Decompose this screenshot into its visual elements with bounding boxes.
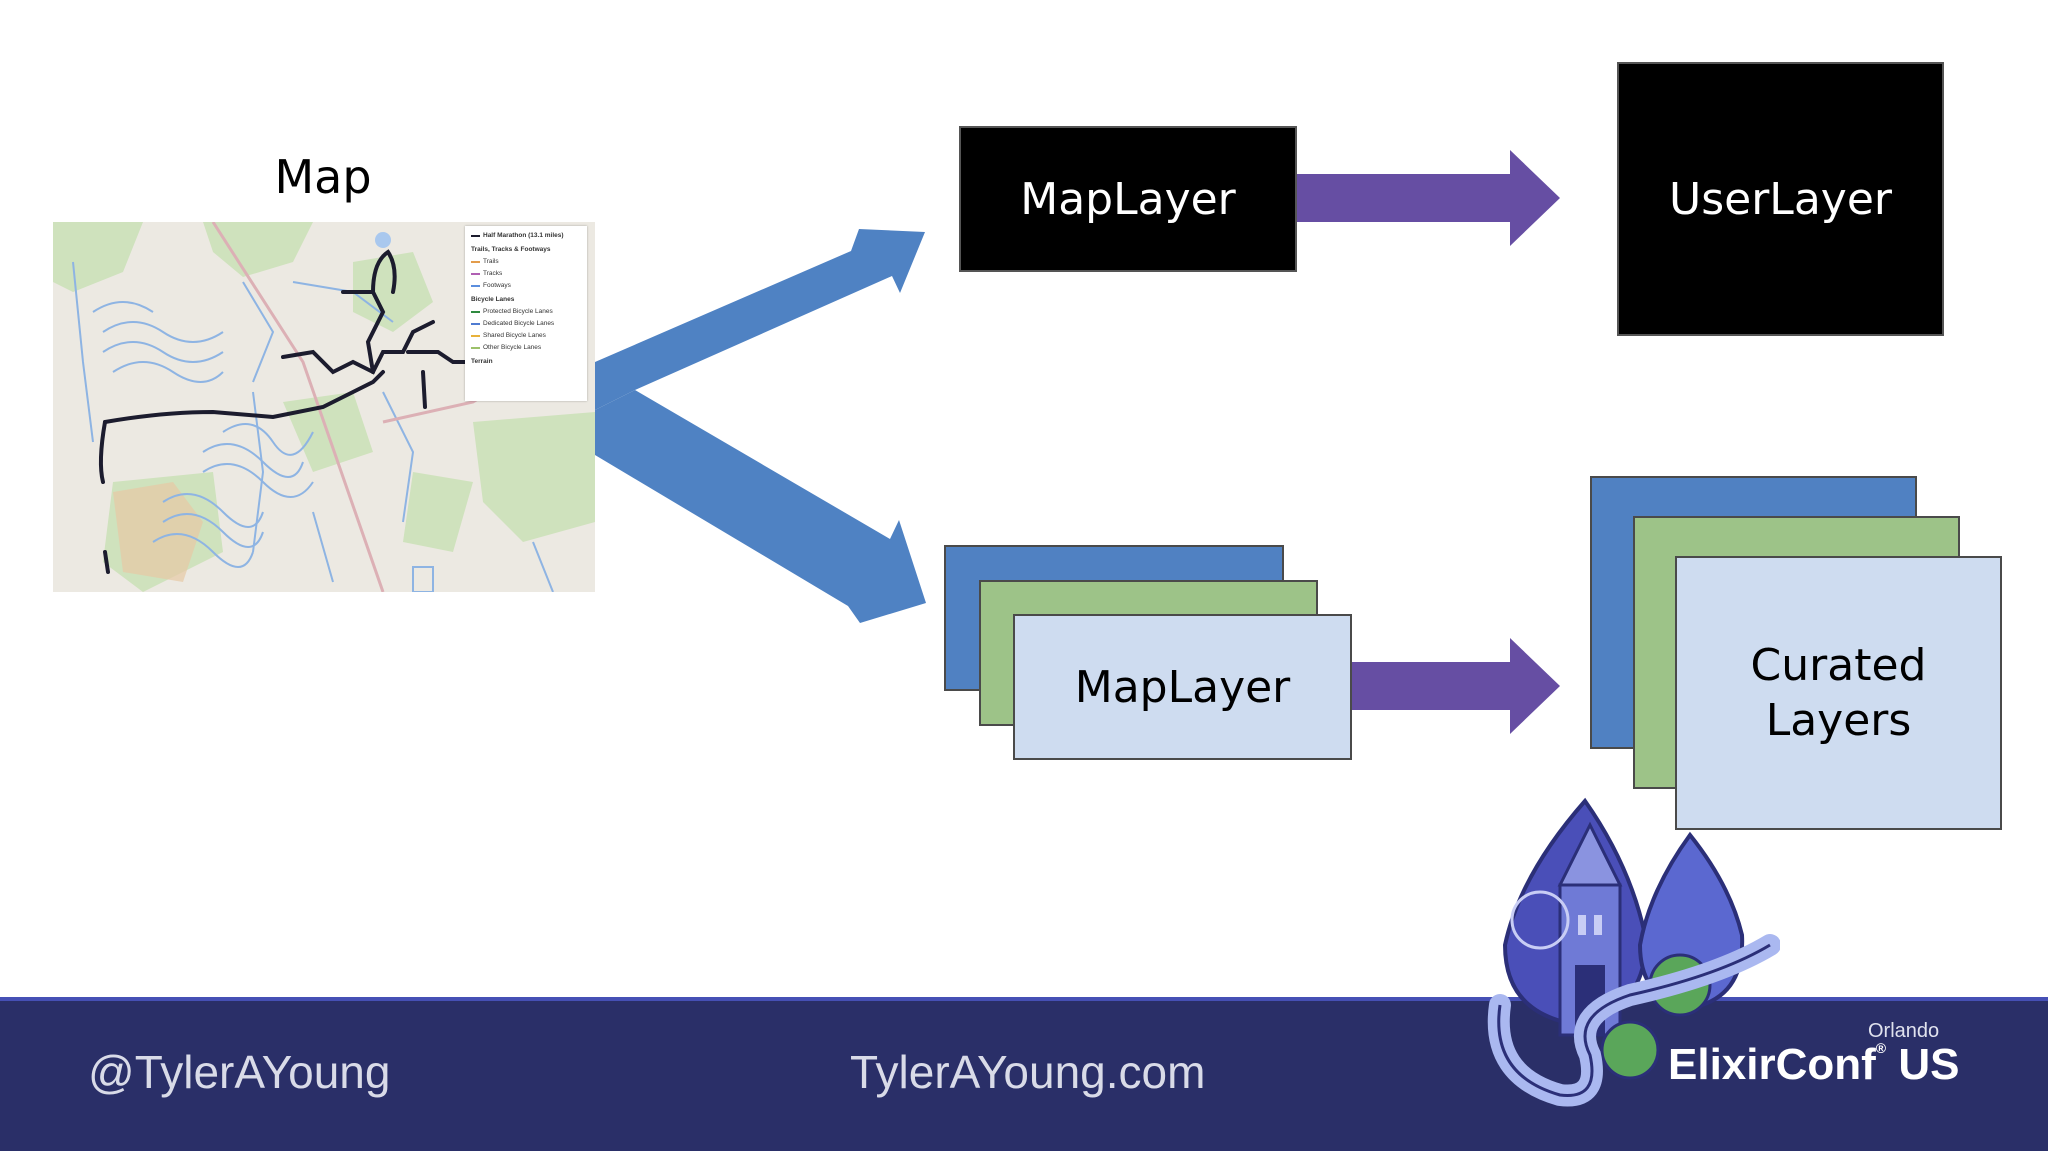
maplayer-bottom-label: MapLayer: [1074, 661, 1291, 713]
legend-other: Other Bicycle Lanes: [471, 344, 581, 351]
curated-label-line2: Layers: [1765, 695, 1912, 746]
map-image: Half Marathon (13.1 miles) Trails, Track…: [53, 222, 595, 592]
legend-trails-heading: Trails, Tracks & Footways: [471, 246, 551, 253]
brand-suffix: US: [1898, 1040, 1960, 1089]
legend-footways: Footways: [471, 282, 581, 289]
legend-dedicated: Dedicated Bicycle Lanes: [471, 320, 581, 327]
curated-layers-box: Curated Layers: [1675, 556, 2002, 830]
map-footways: [72, 261, 554, 592]
userlayer-label: UserLayer: [1669, 173, 1892, 225]
maplayer-top-label: MapLayer: [1020, 173, 1236, 225]
legend-bike-heading: Bicycle Lanes: [471, 296, 515, 303]
blue-arrow-up: [595, 229, 925, 410]
maplayer-box-top: MapLayer: [959, 126, 1297, 272]
purple-arrow-top: [1296, 150, 1560, 246]
blue-arrow-down: [595, 390, 926, 623]
legend-terrain: Terrain: [471, 358, 493, 365]
curated-label-line1: Curated: [1750, 640, 1927, 691]
legend-protected: Protected Bicycle Lanes: [471, 308, 581, 315]
footer-handle: @TylerAYoung: [88, 1046, 391, 1098]
map-title: Map: [274, 150, 372, 204]
brand-city: Orlando: [1868, 1020, 1940, 1042]
legend-route: Half Marathon (13.1 miles): [471, 232, 581, 239]
elixirconf-logo-illustration: [1487, 797, 1780, 1107]
userlayer-box: UserLayer: [1617, 62, 1944, 336]
map-roads: [53, 222, 595, 592]
maplayer-box-bottom: MapLayer: [1013, 614, 1352, 760]
arrows-layer: [595, 150, 1560, 734]
legend-shared: Shared Bicycle Lanes: [471, 332, 581, 339]
legend-trails: Trails: [471, 258, 581, 265]
purple-arrow-bottom: [1350, 638, 1560, 734]
brand-name: ElixirConf: [1668, 1040, 1876, 1089]
brand-wordmark: ElixirConf® US: [1668, 1040, 1960, 1089]
footer-bar: [0, 997, 2048, 1151]
legend-tracks: Tracks: [471, 270, 581, 277]
footer-website: TylerAYoung.com: [850, 1046, 1206, 1098]
map-route: [98, 249, 475, 574]
map-legend: Half Marathon (13.1 miles) Trails, Track…: [465, 226, 587, 401]
